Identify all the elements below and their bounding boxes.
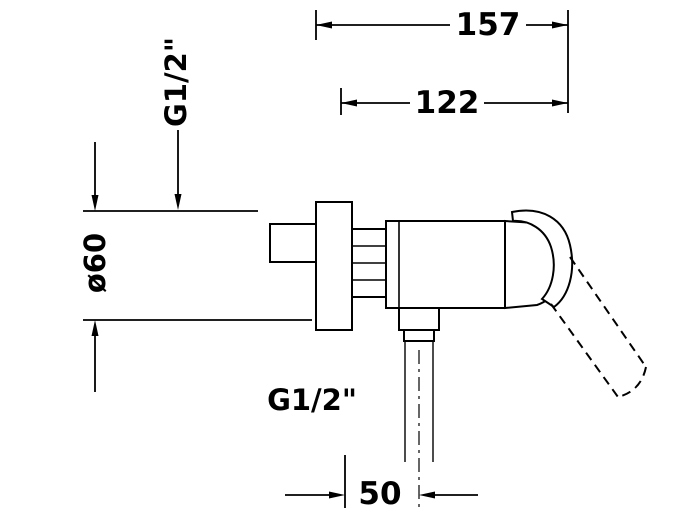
arrowhead-right (552, 21, 568, 29)
dim-157-label: 157 (456, 7, 521, 43)
phantom-handle-edge (550, 303, 619, 398)
arrowhead-left (341, 99, 357, 107)
inlet-nipple (269, 223, 317, 263)
inlet-thread-callout: G1/2" (159, 37, 193, 210)
outlet-stub (403, 329, 435, 342)
outlet-thread-label: G1/2" (267, 383, 357, 417)
handle-swing-phantom (550, 256, 647, 398)
arrowhead-right (329, 491, 345, 499)
arrowhead-up (91, 320, 99, 336)
arrowhead-left (419, 491, 435, 499)
outlet-nut (398, 307, 440, 331)
phantom-handle-edge (569, 256, 647, 368)
dimension-50: 50 (285, 350, 478, 512)
dim-dia60-label: ø60 (78, 233, 112, 293)
dimension-dia60: ø60 (78, 142, 312, 392)
outlet-thread-callout: G1/2" (267, 383, 357, 417)
mixer-body (385, 220, 506, 309)
inlet-thread-label: G1/2" (159, 37, 193, 127)
dimension-122: 122 (340, 85, 568, 121)
dim-text-mask (410, 85, 484, 121)
dim-text-mask (450, 6, 526, 42)
phantom-handle-tip (617, 366, 647, 398)
arrowhead-down (91, 195, 99, 211)
dim-50-label: 50 (358, 476, 401, 512)
dim-122-label: 122 (415, 85, 480, 121)
wall-escutcheon (315, 201, 353, 331)
dimension-157: 157 (315, 6, 569, 113)
arrowhead-left (316, 21, 332, 29)
arrowhead-down (174, 194, 182, 210)
faucet-body (269, 201, 574, 462)
arrowhead-right (552, 99, 568, 107)
